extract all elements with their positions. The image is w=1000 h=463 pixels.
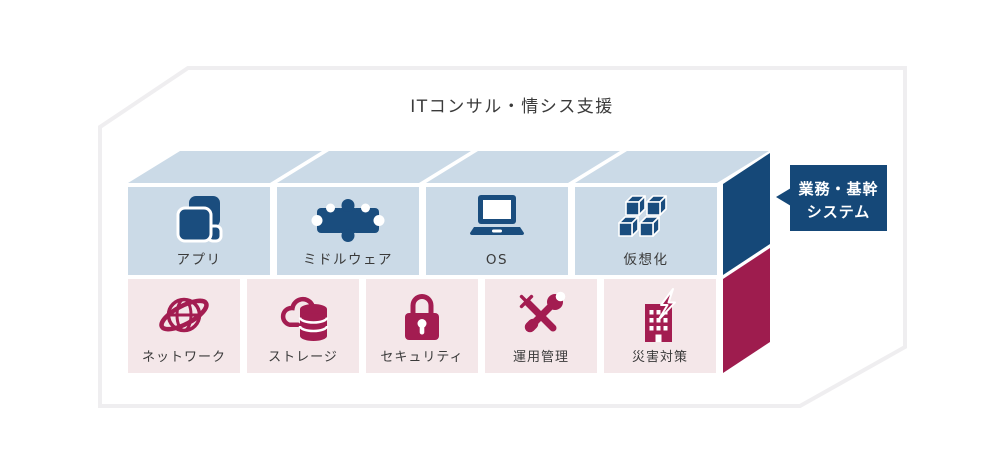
box-label: ネットワーク: [142, 350, 226, 365]
cubes-icon: [618, 195, 667, 237]
callout-box: [790, 165, 887, 231]
stack-box-security: セキュリティ: [366, 279, 478, 373]
apps-icon: [176, 196, 223, 243]
globe-network-icon: [159, 297, 209, 333]
diagram-title: ITコンサル・情シス支援: [410, 97, 613, 117]
stack-box-network: ネットワーク: [128, 279, 240, 373]
side-face-bottom-row: [723, 248, 770, 373]
box-label: ミドルウェア: [303, 252, 393, 268]
padlock-icon: [405, 294, 439, 340]
stack-box-virtualization: 仮想化: [575, 151, 769, 275]
stack-box-operations: 運用管理: [485, 279, 597, 373]
top-row: アプリ ミドルウェア: [128, 151, 769, 275]
box-top-face: [277, 151, 471, 183]
laptop-icon: [470, 195, 524, 235]
tools-icon: [519, 291, 566, 333]
bottom-row: ネットワーク ストレージ: [128, 279, 716, 373]
business-systems-callout: 業務・基幹 システム: [776, 165, 887, 231]
box-label: アプリ: [177, 252, 222, 268]
box-label: OS: [486, 252, 508, 268]
puzzle-icon: [311, 199, 385, 242]
box-front-face: [485, 279, 597, 373]
stack-box-os: OS: [426, 151, 620, 275]
stack-box-apps: アプリ: [128, 151, 322, 275]
box-label: 災害対策: [632, 349, 688, 365]
box-top-face: [426, 151, 620, 183]
stack-box-disaster-recovery: 災害対策: [604, 279, 716, 373]
stack-box-storage: ストレージ: [247, 279, 359, 373]
building-lightning-icon: [645, 288, 676, 342]
outer-border: [98, 66, 907, 408]
box-top-face: [575, 151, 769, 183]
box-label: ストレージ: [268, 350, 338, 365]
box-label: 仮想化: [624, 252, 669, 268]
callout-label-line1: 業務・基幹: [797, 180, 878, 198]
callout-label-line2: システム: [807, 203, 871, 221]
cloud-database-icon: [280, 296, 329, 341]
box-top-face: [128, 151, 322, 183]
box-label: 運用管理: [513, 350, 569, 365]
stack-box-middleware: ミドルウェア: [277, 151, 471, 275]
box-label: セキュリティ: [380, 350, 463, 365]
side-face-top-row: [723, 153, 770, 275]
callout-arrow-left: [776, 188, 791, 206]
